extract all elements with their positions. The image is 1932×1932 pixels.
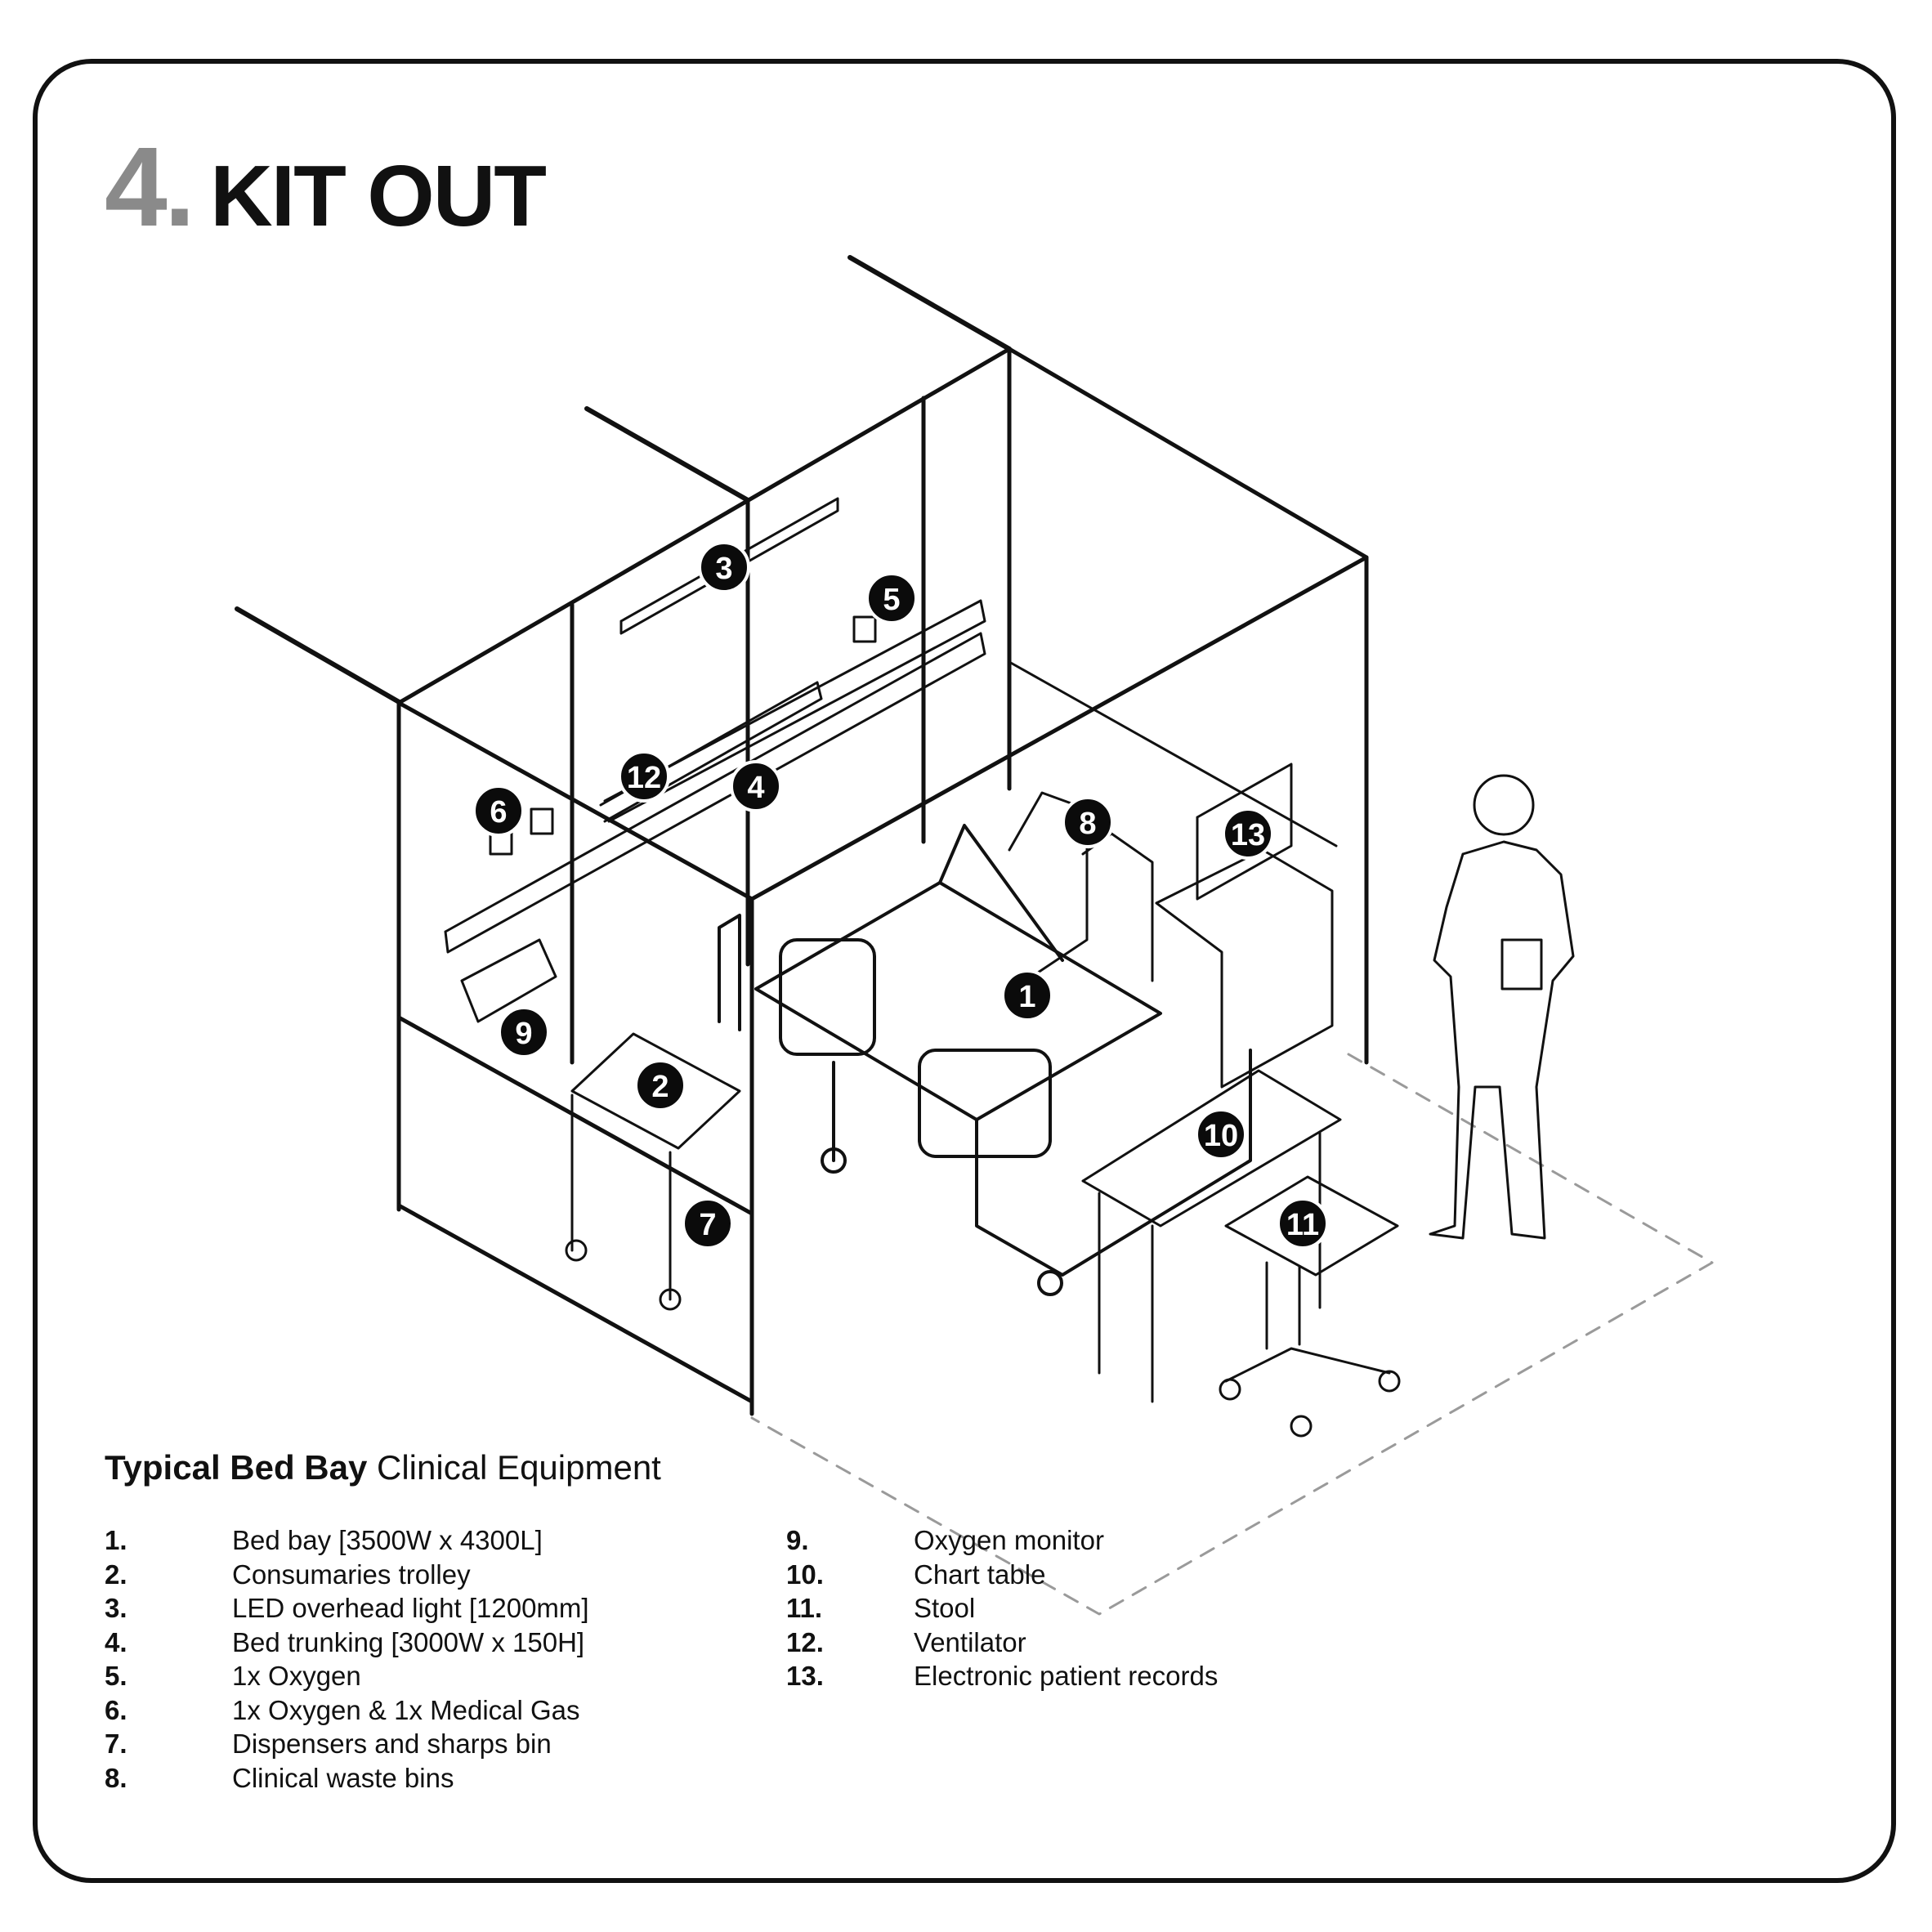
callout-5: 5	[865, 572, 918, 624]
gas-outlets	[489, 615, 877, 856]
oxygen-monitor-shape	[460, 938, 557, 1023]
svg-text:3: 3	[715, 552, 732, 586]
legend-item: 12.Ventilator	[786, 1626, 1026, 1657]
page-title: 4.KIT OUT	[105, 131, 547, 245]
trolley-shape	[565, 1032, 741, 1311]
bed-trunking	[444, 599, 986, 954]
callout-6: 6	[472, 785, 525, 837]
legend-column-2: 9.Oxygen monitor 10.Chart table 11.Stool…	[786, 1523, 1218, 1693]
svg-text:12: 12	[627, 761, 661, 795]
callout-13: 13	[1222, 807, 1274, 860]
callout-3: 3	[698, 541, 750, 593]
bed-shape	[718, 824, 1252, 1296]
legend-item: 7.Dispensers and sharps bin	[105, 1729, 552, 1759]
svg-text:8: 8	[1079, 807, 1096, 841]
callout-4: 4	[730, 760, 782, 812]
svg-text:4: 4	[747, 771, 764, 805]
legend-title: Typical Bed Bay Clinical Equipment	[105, 1448, 661, 1487]
legend-item: 9.Oxygen monitor	[786, 1525, 1104, 1555]
callout-7: 7	[682, 1197, 734, 1250]
legend-item: 11.Stool	[786, 1593, 976, 1623]
callout-2: 2	[634, 1059, 686, 1111]
legend-item: 5.1x Oxygen	[105, 1661, 361, 1691]
legend-item: 1.Bed bay [3500W x 4300L]	[105, 1525, 543, 1555]
svg-text:9: 9	[515, 1017, 532, 1051]
legend-item: 4.Bed trunking [3000W x 150H]	[105, 1626, 585, 1657]
section-title: KIT OUT	[210, 148, 547, 244]
callout-9: 9	[498, 1006, 550, 1058]
floor-outline	[750, 1053, 1714, 1616]
legend-title-rest: Clinical Equipment	[377, 1448, 661, 1487]
stool-shape	[1219, 1175, 1401, 1438]
led-light	[619, 497, 839, 635]
legend-column-1: 1.Bed bay [3500W x 4300L] 2.Consumaries …	[105, 1523, 589, 1795]
svg-text:6: 6	[490, 795, 507, 830]
legend-item: 10.Chart table	[786, 1559, 1046, 1590]
clinician-figure	[1429, 774, 1575, 1240]
top-beams	[235, 255, 1012, 705]
border-frame	[33, 59, 1896, 1883]
callout-1: 1	[1001, 969, 1053, 1022]
svg-text:7: 7	[699, 1208, 716, 1242]
legend-item: 8.Clinical waste bins	[105, 1762, 454, 1793]
callout-11: 11	[1277, 1197, 1329, 1250]
legend-title-bold: Typical Bed Bay	[105, 1448, 368, 1487]
callout-12: 12	[618, 750, 670, 803]
svg-text:2: 2	[651, 1070, 669, 1104]
section-number: 4.	[105, 124, 195, 250]
legend-item: 6.1x Oxygen & 1x Medical Gas	[105, 1694, 580, 1725]
callout-8: 8	[1062, 796, 1114, 848]
callout-10: 10	[1195, 1108, 1247, 1161]
bay-frame	[396, 347, 1369, 1416]
svg-text:1: 1	[1018, 980, 1035, 1014]
legend-item: 13.Electronic patient records	[786, 1661, 1219, 1691]
svg-text:5: 5	[883, 583, 900, 617]
svg-text:13: 13	[1231, 818, 1265, 852]
svg-text:11: 11	[1286, 1208, 1319, 1242]
legend-item: 2.Consumaries trolley	[105, 1559, 471, 1590]
svg-text:10: 10	[1204, 1119, 1238, 1153]
legend-item: 3.LED overhead light [1200mm]	[105, 1593, 589, 1623]
